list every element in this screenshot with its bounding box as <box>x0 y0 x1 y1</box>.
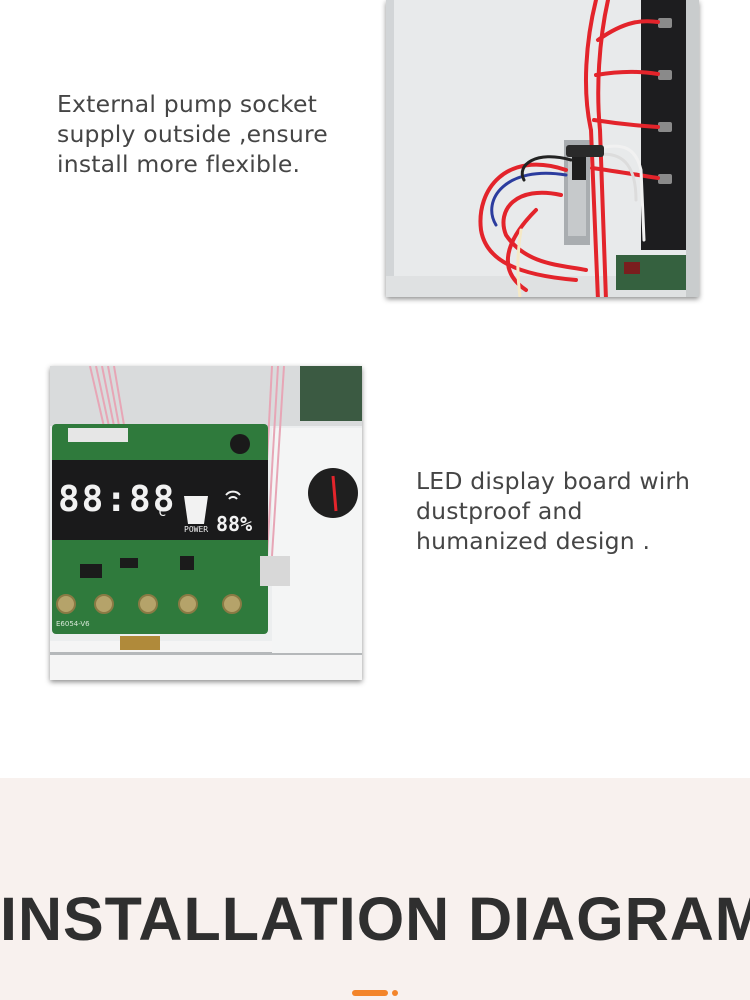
section-heading: INSTALLATION DIAGRAM <box>0 885 750 953</box>
led-display-photo: 88:88 c POWER 88% <box>50 366 362 680</box>
caption-line: supply outside ,ensure <box>57 120 328 148</box>
accent-dot <box>392 990 398 996</box>
display-power-label: POWER <box>184 525 208 534</box>
pump-socket-photo <box>386 0 699 297</box>
caption-line: LED display board wirh <box>416 467 691 495</box>
display-digits: 88:88 <box>58 479 176 520</box>
caption-line: dustproof and <box>416 497 583 525</box>
pump-socket-feature: External pump socket supply outside ,ens… <box>0 0 750 330</box>
display-percent: 88% <box>216 512 252 536</box>
caption-line: External pump socket <box>57 90 318 118</box>
led-display-caption: LED display board wirh dustproof and hum… <box>416 466 690 556</box>
board-label: E6054-V6 <box>56 620 90 628</box>
pump-socket-caption: External pump socket supply outside ,ens… <box>57 89 328 179</box>
caption-line: install more flexible. <box>57 150 301 178</box>
led-display-feature: 88:88 c POWER 88% <box>0 330 750 778</box>
caption-line: humanized design . <box>416 527 651 555</box>
accent-bar <box>352 990 388 996</box>
installation-heading-band: INSTALLATION DIAGRAM <box>0 778 750 1000</box>
display-unit: c <box>158 504 166 520</box>
